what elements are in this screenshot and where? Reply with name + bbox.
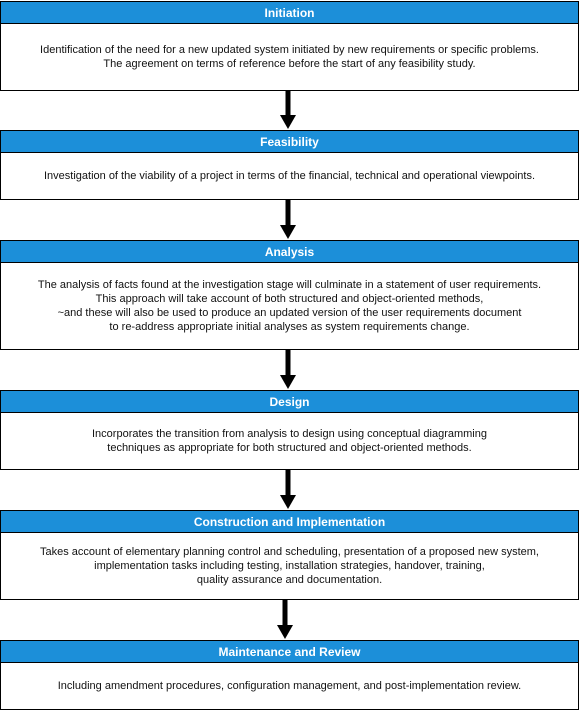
stage-title: Design bbox=[1, 391, 578, 413]
stage-description: Investigation of the viability of a proj… bbox=[44, 169, 535, 183]
description-line: This approach will take account of both … bbox=[95, 293, 484, 305]
stage-box-design: Design Incorporates the transition from … bbox=[0, 390, 579, 470]
stage-description: Including amendment procedures, configur… bbox=[58, 679, 522, 693]
description-line: quality assurance and documentation. bbox=[196, 574, 383, 586]
stage-description: The analysis of facts found at the inves… bbox=[38, 278, 541, 334]
stage-title: Maintenance and Review bbox=[1, 641, 578, 663]
stage-body: Incorporates the transition from analysi… bbox=[1, 413, 578, 469]
stage-body: The analysis of facts found at the inves… bbox=[1, 263, 578, 349]
down-arrow-icon bbox=[280, 350, 296, 389]
stage-title: Initiation bbox=[1, 2, 578, 24]
stage-box-initiation: Initiation Identification of the need fo… bbox=[0, 1, 579, 91]
stage-description: Incorporates the transition from analysi… bbox=[92, 427, 487, 455]
description-line: Identification of the need for a new upd… bbox=[40, 44, 539, 56]
stage-body: Investigation of the viability of a proj… bbox=[1, 153, 578, 199]
description-line: Takes account of elementary planning con… bbox=[40, 546, 539, 558]
description-line: ~and these will also be used to produce … bbox=[57, 307, 522, 319]
description-line: techniques as appropriate for both struc… bbox=[107, 442, 472, 454]
stage-body: Takes account of elementary planning con… bbox=[1, 533, 578, 599]
stage-description: Takes account of elementary planning con… bbox=[40, 545, 539, 587]
description-line: The analysis of facts found at the inves… bbox=[37, 279, 542, 291]
description-line: The agreement on terms of reference befo… bbox=[103, 58, 476, 70]
stage-body: Including amendment procedures, configur… bbox=[1, 663, 578, 709]
down-arrow-icon bbox=[280, 470, 296, 509]
down-arrow-icon bbox=[277, 600, 293, 639]
down-arrow-icon bbox=[280, 200, 296, 239]
stage-box-analysis: Analysis The analysis of facts found at … bbox=[0, 240, 579, 350]
description-line: Investigation of the viability of a proj… bbox=[44, 170, 535, 182]
stage-body: Identification of the need for a new upd… bbox=[1, 24, 578, 90]
stage-box-feasibility: Feasibility Investigation of the viabili… bbox=[0, 130, 579, 200]
description-line: Including amendment procedures, configur… bbox=[57, 680, 522, 692]
stage-title: Construction and Implementation bbox=[1, 511, 578, 533]
stage-box-construction-implementation: Construction and Implementation Takes ac… bbox=[0, 510, 579, 600]
stage-title: Feasibility bbox=[1, 131, 578, 153]
description-line: implementation tasks including testing, … bbox=[94, 560, 485, 572]
down-arrow-icon bbox=[280, 91, 296, 129]
description-line: Incorporates the transition from analysi… bbox=[92, 428, 487, 440]
stage-box-maintenance-review: Maintenance and Review Including amendme… bbox=[0, 640, 579, 710]
stage-title: Analysis bbox=[1, 241, 578, 263]
stage-description: Identification of the need for a new upd… bbox=[40, 43, 539, 71]
description-line: to re-address appropriate initial analys… bbox=[109, 321, 470, 333]
